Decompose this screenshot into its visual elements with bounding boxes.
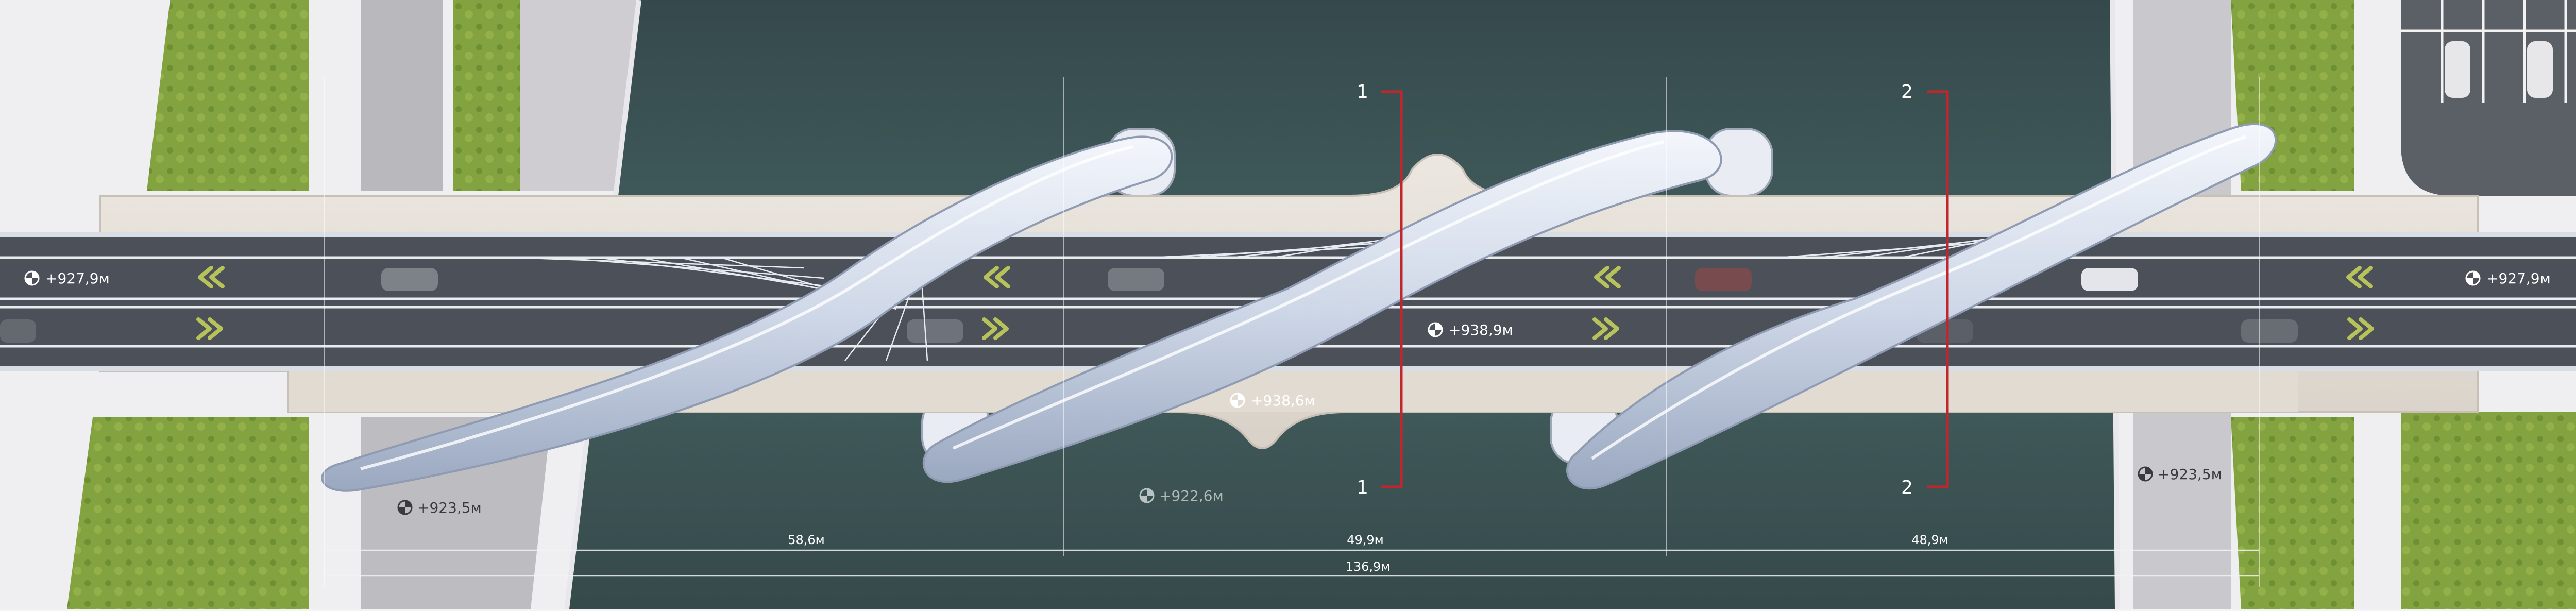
- grass-bottom-right: [2231, 417, 2354, 609]
- section-label-2-top: 2: [1901, 81, 1913, 103]
- cars: [0, 268, 2298, 343]
- grass-bottom-left: [67, 417, 309, 609]
- dimension-lines: [325, 549, 2259, 577]
- elevation-marker-icon: [1139, 488, 1155, 503]
- elevation-bank-right: +923,5м: [2158, 466, 2222, 483]
- dimension-total: 136,9м: [1346, 559, 1391, 574]
- arch-segment-highlight: [360, 145, 1134, 470]
- section-label-1-top: 1: [1357, 81, 1368, 103]
- elevation-deck-right: +927,9м: [2486, 270, 2551, 287]
- direction-chevrons-left: [198, 266, 2373, 288]
- elevation-marker-icon: [24, 270, 40, 286]
- elevation-marker-icon: [397, 500, 413, 515]
- section-label-1-bottom: 1: [1357, 477, 1368, 498]
- elevation-water: +922,6м: [1159, 487, 1224, 504]
- arch-segment-highlight: [952, 140, 1665, 450]
- elevation-marker-icon: [1230, 393, 1245, 408]
- dimension-span-1: 58,6м: [788, 533, 825, 547]
- parking-stall-lines: [2401, 0, 2576, 103]
- grass-top-left: [147, 0, 309, 191]
- elevation-deck-center: +938,9м: [1449, 321, 1513, 338]
- dimension-span-3: 48,9м: [1911, 533, 1948, 547]
- bank-slope-left-top: [520, 0, 639, 191]
- elevation-deck-left: +927,9м: [45, 270, 110, 287]
- section-cut-1: [1381, 90, 1403, 488]
- twisted-arch: [321, 123, 2277, 492]
- parking-lot: [2401, 0, 2576, 196]
- section-label-2-bottom: 2: [1901, 477, 1913, 498]
- roadway-edge-top: [0, 232, 2576, 237]
- arch-segment-highlight: [1591, 135, 2247, 460]
- section-cut-2: [1927, 90, 1949, 488]
- dimension-span-2: 49,9м: [1347, 533, 1384, 547]
- arch-segment-2: [922, 130, 1722, 483]
- elevation-walkway: +938,6м: [1251, 392, 1315, 409]
- elevation-marker-icon: [24, 270, 2481, 515]
- roadway-edge-bottom: [0, 366, 2576, 371]
- arch-segment-1: [321, 135, 1173, 492]
- grid-lines: [324, 77, 2260, 587]
- grass-top-left-2: [453, 0, 520, 191]
- parked-car: [2527, 41, 2553, 98]
- elevation-bank-left: +923,5м: [417, 499, 482, 516]
- parked-car: [2445, 41, 2470, 98]
- elevation-marker-icon: [2138, 466, 2153, 482]
- side-road-left-top: [361, 0, 443, 191]
- elevation-marker-icon: [2465, 270, 2481, 286]
- elevation-marker-icon: [1428, 322, 1443, 337]
- grass-bottom-far-right: [2401, 412, 2576, 609]
- direction-chevrons-right: [196, 317, 2374, 340]
